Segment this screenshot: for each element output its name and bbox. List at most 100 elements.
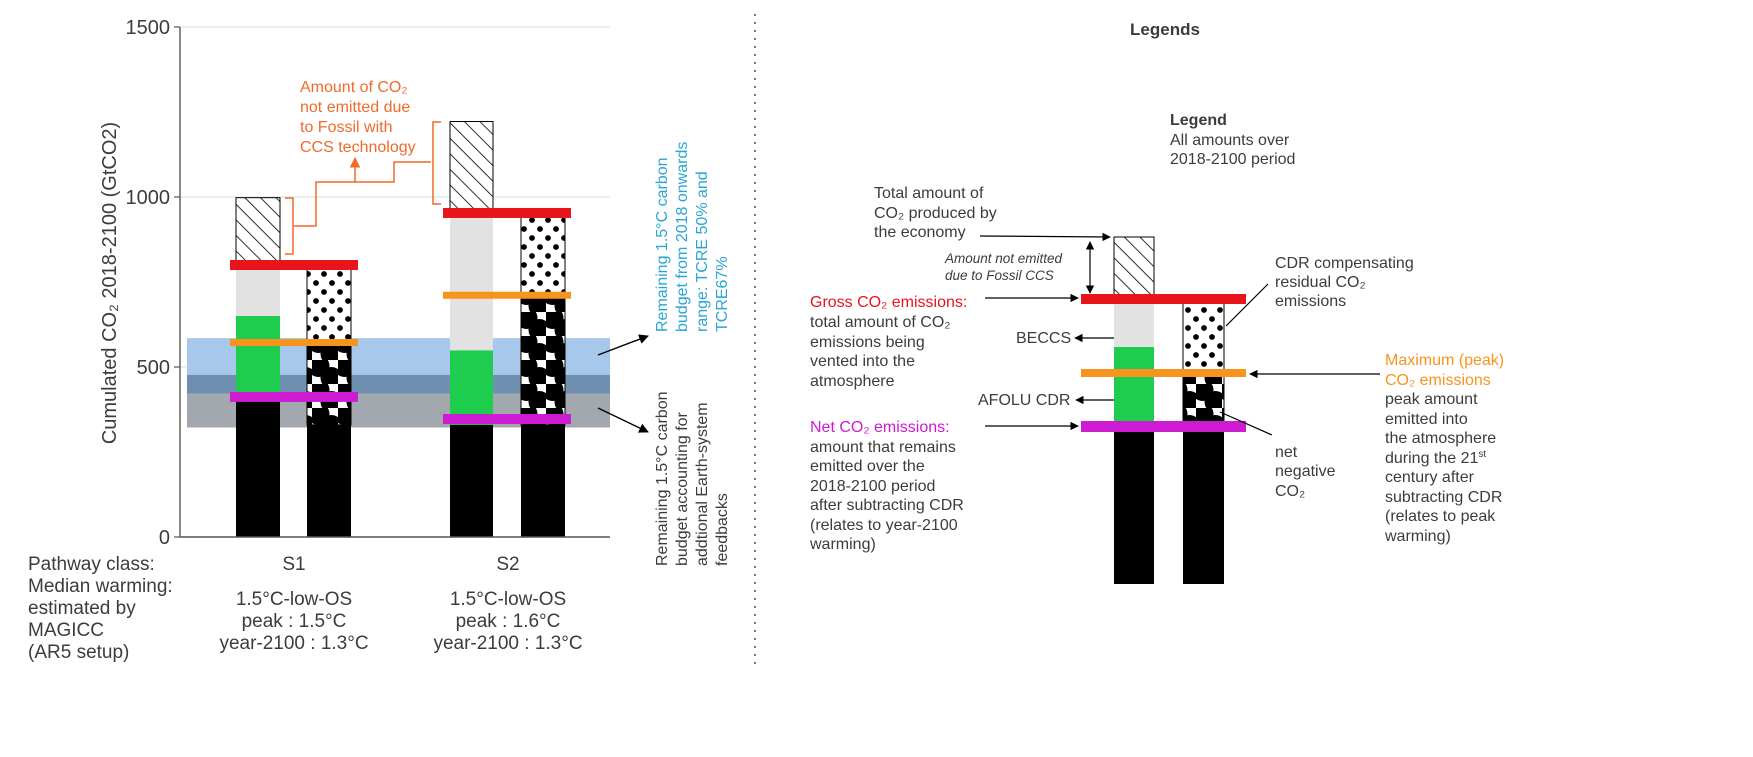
- budget-label-1-line-3: range: TCRE 50% and: [694, 171, 711, 332]
- s1-peak: peak : 1.5°C: [242, 611, 347, 632]
- s2-net-block: [450, 424, 493, 537]
- row-label-estimated-by: estimated by: [28, 598, 136, 619]
- legend-peak-line-4: during the 21st: [1385, 449, 1486, 467]
- budget-arrow-1: [597, 334, 649, 356]
- s2-peak-line: [443, 291, 571, 299]
- legend-not-emitted-line-2: due to Fossil CCS: [945, 268, 1054, 283]
- y-tick-label-500: 500: [137, 357, 170, 379]
- legend-net-line-3: 2018-2100 period: [810, 478, 935, 495]
- legend-net-negative-line-3: CO₂: [1275, 483, 1305, 500]
- legend-arrows: [979, 232, 1380, 436]
- legend-net-block: [1114, 427, 1154, 584]
- legend-peak-21-text: during the 21: [1385, 450, 1479, 467]
- s2-peak: peak : 1.6°C: [456, 611, 561, 632]
- y-tick-label-1000: 1000: [126, 187, 171, 209]
- budget-band-2: [187, 374, 610, 394]
- s1-net-line: [230, 391, 358, 402]
- legend-peak-line: [1081, 369, 1246, 377]
- legend-peak-line-6: subtracting CDR: [1385, 489, 1502, 506]
- s1-peak-line: [230, 339, 358, 347]
- budget-label-1-line-1: Remaining 1.5°C carbon: [654, 158, 671, 333]
- s2-net-line: [443, 414, 571, 425]
- legend-total-line-3: the economy: [874, 224, 966, 241]
- legend-schematic: [1081, 236, 1246, 584]
- bars: [230, 121, 571, 537]
- legend-peak-heading-1: Maximum (peak): [1385, 352, 1504, 369]
- legend-peak-line-7: (relates to peak: [1385, 508, 1496, 525]
- s2-cdr-black: [521, 424, 565, 537]
- s1-cdr-smalldots: [307, 265, 351, 343]
- legend-net-line-4: after subtracting CDR: [810, 497, 964, 514]
- legend-beccs-label: BECCS: [1016, 330, 1071, 347]
- s2-cdr-smalldots: [521, 217, 565, 296]
- legend-net-line-1: amount that remains: [810, 439, 956, 456]
- y-axis-label: Cumulated CO₂ 2018-2100 (GtCO2): [99, 122, 121, 444]
- s2-afolu-block: [450, 350, 493, 425]
- budget-label-2-line-4: feedbacks: [714, 493, 731, 566]
- legend-afolu-block: [1114, 347, 1154, 427]
- budget-label-1: Remaining 1.5°C carbon budget from 2018 …: [654, 142, 731, 332]
- legend-cdr-bigdots: [1183, 374, 1224, 427]
- row-label-median-warming: Median warming:: [28, 576, 173, 597]
- legend-gross-line: [1081, 294, 1246, 304]
- legend-subtitle-line-1: All amounts over: [1170, 132, 1290, 149]
- legend-peak-21-sup: st: [1478, 449, 1486, 460]
- budget-label-1-line-4: TCRE67%: [714, 256, 731, 332]
- s1-ccs-block: [235, 197, 281, 266]
- s1-beccs-block: [236, 265, 280, 316]
- legend-gross-line-4: atmosphere: [810, 373, 895, 390]
- legend-peak-line-2: emitted into: [1385, 411, 1468, 428]
- legend-title: Legends: [1130, 20, 1200, 39]
- s2-year-2100: year-2100 : 1.3°C: [433, 633, 582, 654]
- category-label-s1: S1: [282, 554, 305, 575]
- s1-afolu-block: [236, 316, 280, 401]
- row-label-ar5-setup: (AR5 setup): [28, 642, 129, 663]
- legend-peak-line-5: century after: [1385, 469, 1475, 486]
- s1-gross-line: [230, 260, 358, 270]
- y-tick-label-1500: 1500: [126, 17, 171, 39]
- legend-cdr-smalldots: [1183, 299, 1224, 374]
- budget-arrow-2: [597, 407, 649, 433]
- budget-label-2-line-3: addtional Earth-system: [694, 402, 711, 566]
- y-tick-label-0: 0: [159, 527, 170, 549]
- legend-peak-line-1: peak amount: [1385, 391, 1478, 408]
- budget-label-2: Remaining 1.5°C carbon budget accounting…: [654, 392, 731, 567]
- legend-peak-line-8: warming): [1384, 528, 1451, 545]
- legend-net-heading: Net CO₂ emissions:: [810, 419, 950, 436]
- s2-gross-line: [443, 207, 571, 218]
- legend-net-line-6: warming): [809, 536, 876, 553]
- legend-net-line: [1081, 421, 1246, 432]
- legend-net-line-2: emitted over the: [810, 458, 925, 475]
- row-labels: Pathway class: Median warming: estimated…: [28, 554, 173, 663]
- ccs-annotation-line-1: Amount of CO₂: [300, 79, 408, 96]
- legend-gross-line-2: emissions being: [810, 334, 925, 351]
- category-label-s2: S2: [496, 554, 519, 575]
- row-label-magicc: MAGICC: [28, 620, 104, 641]
- legend-total-line-1: Total amount of: [874, 185, 984, 202]
- s2-class: 1.5°C-low-OS: [450, 589, 566, 610]
- s1-class: 1.5°C-low-OS: [236, 589, 352, 610]
- s2-beccs-block: [450, 212, 493, 351]
- ccs-annotation-line-4: CCS technology: [300, 139, 416, 156]
- ccs-annotation-line-2: not emitted due: [300, 99, 410, 116]
- legend-net-line-5: (relates to year-2100: [810, 517, 958, 534]
- legend-subtitle: Legend: [1170, 112, 1227, 129]
- legend-cdr-comp-line-3: emissions: [1275, 293, 1346, 310]
- legend-cdr-comp-line-1: CDR compensating: [1275, 255, 1414, 272]
- legend-cdr-comp-line-2: residual CO₂: [1275, 274, 1366, 291]
- s1-net-block: [236, 401, 280, 537]
- legend-not-emitted-line-1: Amount not emitted: [944, 251, 1063, 266]
- y-ticks: 0 500 1000 1500: [126, 17, 180, 549]
- budget-label-2-line-2: budget accounting for: [674, 411, 691, 566]
- row-label-pathway-class: Pathway class:: [28, 554, 155, 575]
- s1-cdr-bigdots: [307, 342, 351, 425]
- legend-peak-line-3: the atmosphere: [1385, 430, 1496, 447]
- legend-afolu-label: AFOLU CDR: [978, 392, 1070, 409]
- legend-peak-heading-2: CO₂ emissions: [1385, 372, 1491, 389]
- ccs-annotation: Amount of CO₂ not emitted due to Fossil …: [285, 79, 441, 255]
- budget-label-2-line-1: Remaining 1.5°C carbon: [654, 392, 671, 567]
- s2-ccs-block: [449, 121, 494, 214]
- legend-gross-line-3: vented into the: [810, 353, 915, 370]
- legend-gross-line-1: total amount of CO₂: [810, 314, 951, 331]
